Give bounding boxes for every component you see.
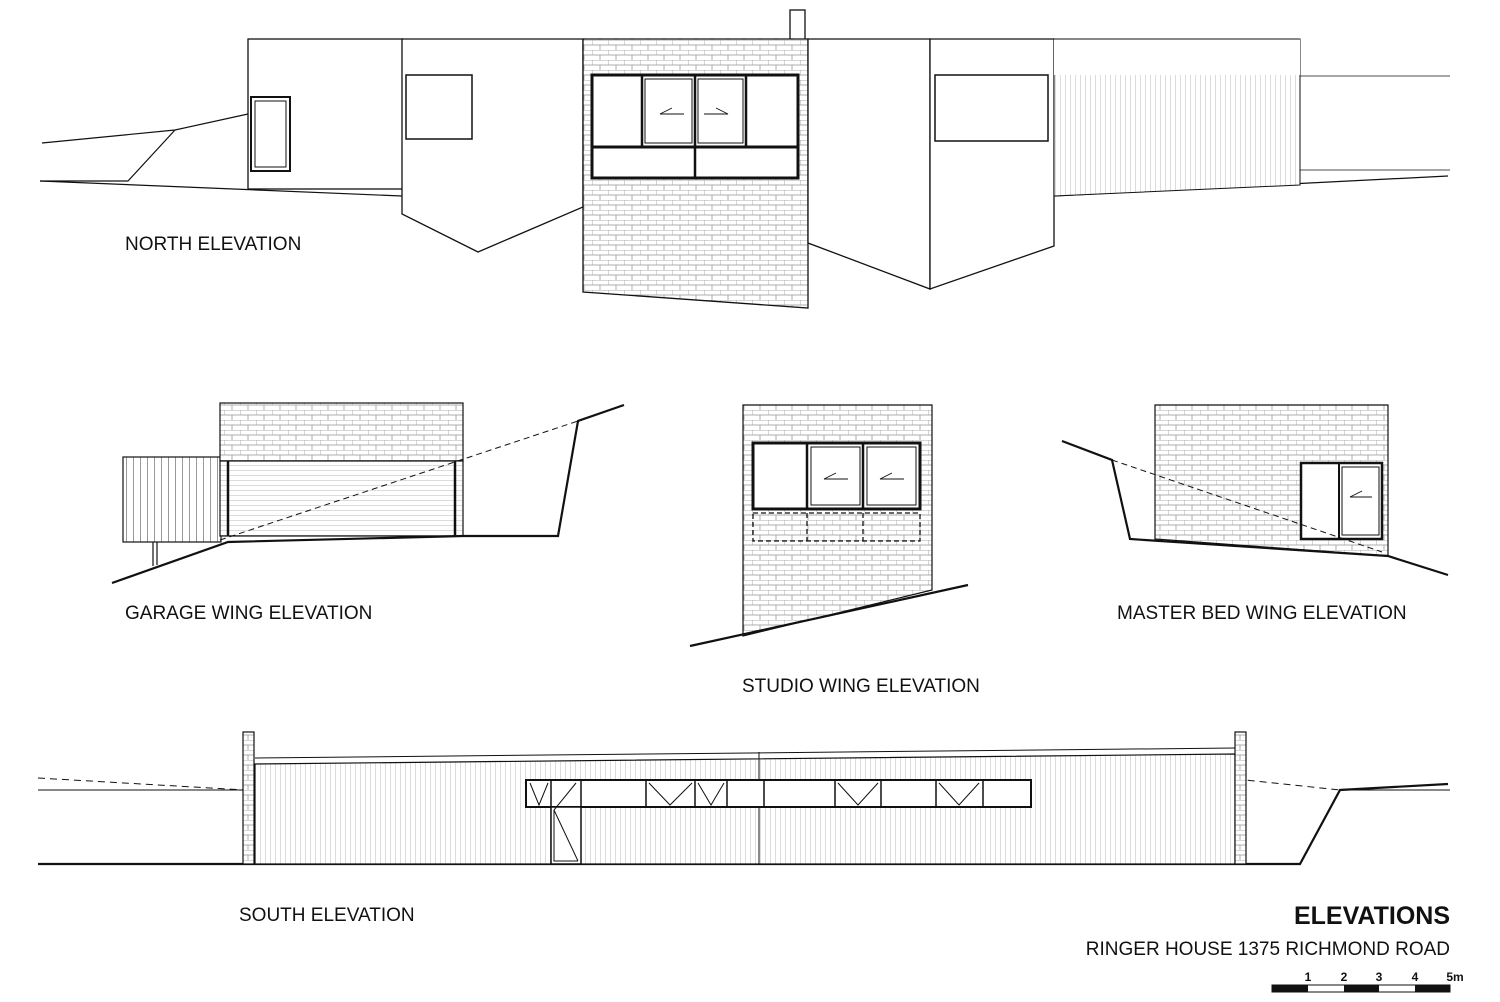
south-awning-mark [697, 782, 725, 806]
scale-tick-label: 1 [1305, 970, 1312, 984]
studio-slide-arrow [879, 472, 904, 480]
north-chimney [789, 9, 806, 41]
south-door-swing [553, 782, 578, 862]
studio-slide-arrow [823, 472, 848, 480]
scale-tick-label: 3 [1376, 970, 1383, 984]
scale-tick-label: 5m [1446, 970, 1463, 984]
studio-brick-wall [742, 404, 933, 637]
north-slider-panel [644, 78, 693, 144]
south-elevation-label: SOUTH ELEVATION [239, 905, 415, 926]
north-elevation [39, 9, 1450, 309]
north-right-block-window [934, 74, 1049, 142]
north-screen-head [1054, 39, 1300, 75]
south-awning-mark [648, 782, 693, 806]
north-ground-line-upper [41, 113, 249, 144]
north-slide-arrow [659, 107, 684, 115]
south-awning-mark [529, 782, 549, 807]
master-ground-dashed [1111, 459, 1383, 553]
north-left-window-frame [254, 100, 287, 168]
master-door-panel [1341, 466, 1380, 536]
scale-bar-segment [1415, 985, 1450, 992]
north-slider-panel [697, 78, 744, 144]
south-awning-mark [837, 782, 879, 806]
studio-slider-panel [810, 446, 861, 506]
south-window-band [525, 779, 1032, 808]
south-clad-wall [254, 753, 1236, 865]
north-ground-line-left [39, 180, 403, 197]
scale-tick-label: 2 [1341, 970, 1348, 984]
south-end-post-left [242, 731, 255, 865]
garage-wing-elevation [111, 402, 625, 585]
studio-hidden-window-below [752, 512, 921, 542]
studio-wing-elevation-label: STUDIO WING ELEVATION [742, 676, 980, 697]
master-slide-arrow [1349, 490, 1372, 498]
studio-window [751, 441, 922, 511]
scale-bar: 1 2 3 4 5m [1271, 970, 1464, 993]
garage-door [219, 460, 464, 537]
south-awning-mark [938, 782, 980, 806]
master-bed-wing-elevation-label: MASTER BED WING ELEVATION [1117, 603, 1407, 624]
studio-wing-elevation [689, 404, 969, 648]
north-ground-slope [40, 129, 176, 182]
south-end-post-right [1234, 731, 1247, 865]
master-bed-wing-elevation [1061, 404, 1449, 577]
studio-slider-panel [866, 446, 917, 506]
master-ground-line [1061, 439, 1449, 577]
north-right-angled-block-left [807, 38, 931, 290]
garage-ground-line [111, 403, 625, 585]
studio-ground-line [689, 583, 969, 648]
garage-brick-parapet [219, 402, 464, 462]
drawing-title: ELEVATIONS [1294, 902, 1450, 930]
garage-wing-elevation-label: GARAGE WING ELEVATION [125, 603, 372, 624]
scale-tick-label: 4 [1412, 970, 1419, 984]
south-elevation [37, 731, 1450, 866]
north-left-angled-block [401, 38, 584, 253]
north-left-window [250, 96, 291, 172]
drawing-subtitle: RINGER HOUSE 1375 RICHMOND ROAD [1086, 939, 1450, 960]
garage-slatted-shed [122, 456, 222, 543]
scale-bar-segment [1272, 985, 1308, 992]
south-roof-line [254, 747, 1236, 759]
garage-ground-dashed [219, 420, 579, 541]
north-slide-arrow [704, 107, 729, 115]
north-elevation-label: NORTH ELEVATION [125, 234, 301, 255]
north-left-block-window [405, 74, 473, 140]
scale-bar-segment [1344, 985, 1379, 992]
